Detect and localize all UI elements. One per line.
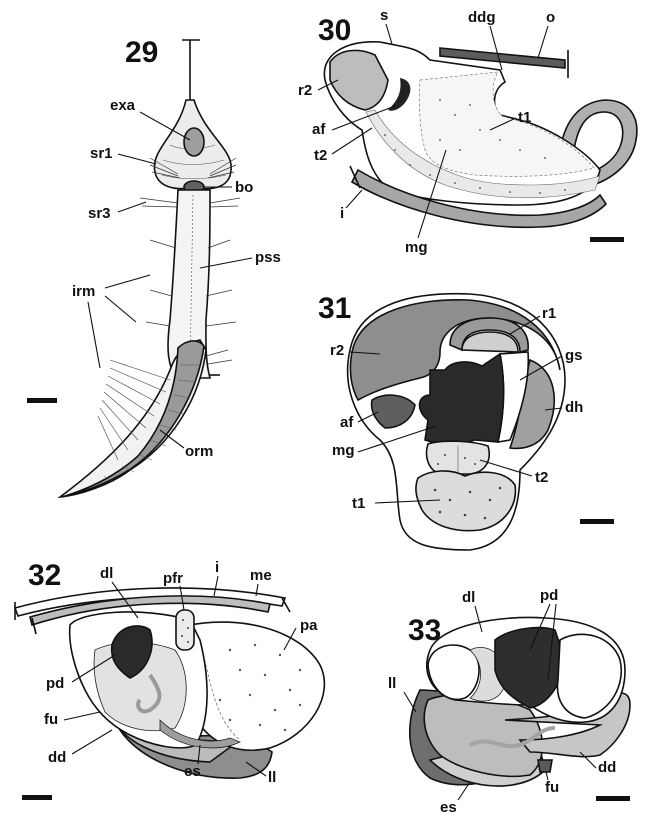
panel-29-number: 29 [125,36,158,69]
orm-band [62,341,204,497]
panel-31: 31 r1 r2 gs dh [318,292,614,550]
label-ll-33: ll [388,675,396,692]
label-t2: t2 [314,147,327,164]
label-t2-31: t2 [535,469,548,486]
panel-32: 32 p [15,559,324,800]
label-pd-33: pd [540,587,558,604]
label-pfr: pfr [163,570,183,587]
label-dd-33: dd [598,759,616,776]
label-i: i [340,205,344,222]
label-orm: orm [185,443,213,460]
label-dh: dh [565,399,583,416]
scale-bar-30 [590,237,624,242]
panel-29: 29 [27,36,281,497]
exa-organ [184,128,204,156]
panel-31-number: 31 [318,292,351,325]
label-i-32: i [215,559,219,576]
label-fu-33: fu [545,779,559,796]
label-r2-31: r2 [330,342,344,359]
label-ll-32: ll [268,769,276,786]
pfr-capsule [176,610,194,650]
panel-32-number: 32 [28,559,61,592]
panel-33: 33 dl pd ll dd fu es [388,587,630,816]
label-sr1: sr1 [90,145,113,162]
label-t1-31: t1 [352,495,365,512]
label-mg: mg [405,239,428,256]
label-s: s [380,7,388,24]
label-t1: t1 [518,109,531,126]
label-pss: pss [255,249,281,266]
label-o: o [546,9,555,26]
label-pd-32: pd [46,675,64,692]
scale-bar-32 [22,795,52,800]
label-irm: irm [72,283,95,300]
label-es-33: es [440,799,457,816]
label-sr3: sr3 [88,205,111,222]
label-r1: r1 [542,305,556,322]
label-bo: bo [235,179,253,196]
label-dl-33: dl [462,589,475,606]
label-ddg: ddg [468,9,496,26]
label-exa: exa [110,97,136,114]
label-dl: dl [100,565,113,582]
scale-bar-31 [580,519,614,524]
scale-bar-33 [596,796,630,801]
label-gs: gs [565,347,583,364]
label-r2: r2 [298,82,312,99]
label-pa: pa [300,617,318,634]
panel-30: 30 s ddg o r2 [298,7,637,256]
label-af-31: af [340,414,354,431]
fu-small-33 [538,760,552,772]
label-dd-32: dd [48,749,66,766]
label-fu: fu [44,711,58,728]
label-mg-31: mg [332,442,355,459]
label-af: af [312,121,326,138]
panel-30-number: 30 [318,14,351,47]
label-es-32: es [184,763,201,780]
label-me: me [250,567,272,584]
scale-bar-29 [27,398,57,403]
